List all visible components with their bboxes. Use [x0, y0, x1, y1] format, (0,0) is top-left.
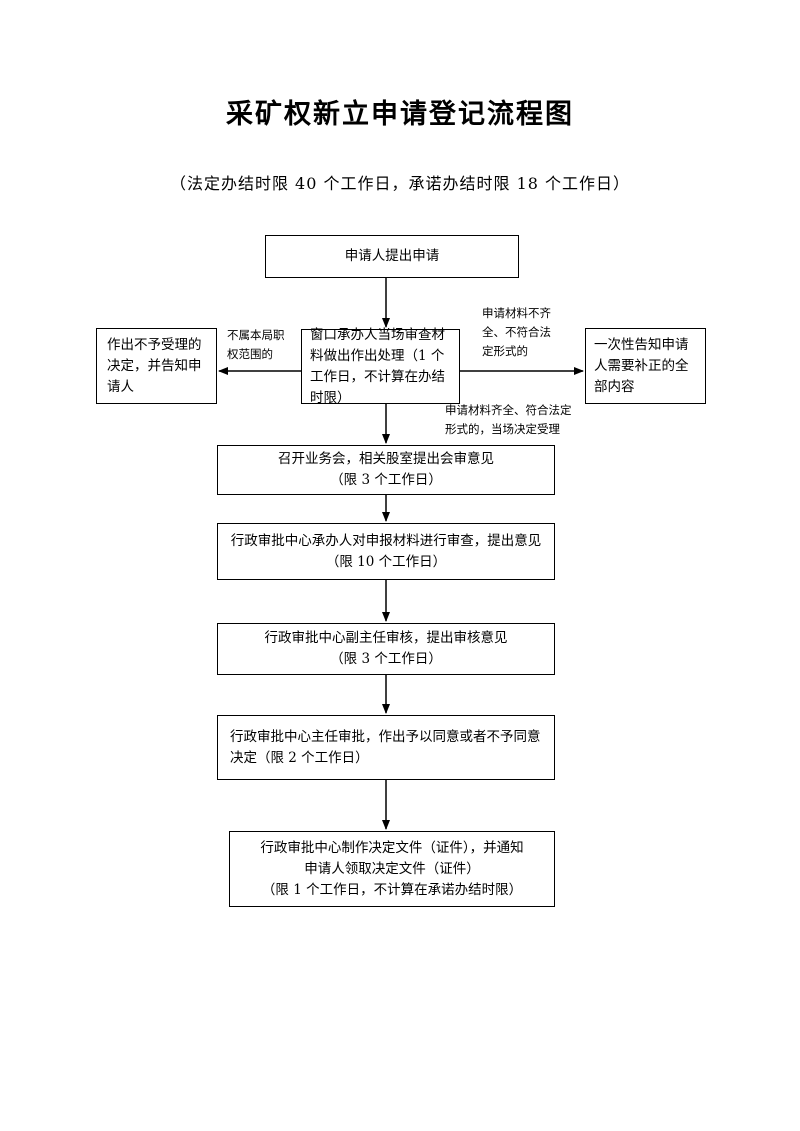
- step-vice-director-line1: 行政审批中心副主任审核，提出审核意见: [264, 630, 508, 646]
- step-window-review-text: 窗口承办人当场审查材料做出作出处理（1 个工作日，不计算在办结时限）: [310, 326, 445, 406]
- page-subtitle: （法定办结时限 40 个工作日，承诺办结时限 18 个工作日）: [169, 174, 631, 193]
- step-meeting-line2: （限 3 个工作日）: [330, 472, 442, 488]
- step-director-approval: 行政审批中心主任审批，作出予以同意或者不予同意决定（限 2 个工作日）: [217, 715, 555, 780]
- page-title: 采矿权新立申请登记流程图: [226, 99, 574, 130]
- step-notify-correction-text: 一次性告知申请人需要补正的全部内容: [594, 336, 689, 395]
- note-out-of-scope: 不属本局职 权范围的: [227, 328, 285, 361]
- step-reject: 作出不予受理的决定，并告知申请人: [96, 328, 217, 404]
- step-apply-text: 申请人提出申请: [344, 248, 440, 264]
- step-issue-line2: 申请人领取决定文件（证件）: [304, 860, 480, 877]
- step-window-review: 窗口承办人当场审查材料做出作出处理（1 个工作日，不计算在办结时限）: [301, 327, 460, 406]
- step-vice-director-line2: （限 3 个工作日）: [330, 651, 442, 667]
- step-staff-review-line2: （限 10 个工作日）: [325, 553, 447, 570]
- step-vice-director-review: 行政审批中心副主任审核，提出审核意见 （限 3 个工作日）: [217, 623, 555, 675]
- step-notify-correction: 一次性告知申请人需要补正的全部内容: [585, 328, 706, 404]
- step-meeting-line1: 召开业务会，相关股室提出会审意见: [278, 451, 494, 467]
- note-complete-materials: 申请材料齐全、符合法定 形式的，当场决定受理: [445, 403, 572, 436]
- step-meeting: 召开业务会，相关股室提出会审意见 （限 3 个工作日）: [217, 445, 555, 495]
- step-issue-line1: 行政审批中心制作决定文件（证件），并通知: [260, 839, 524, 856]
- step-reject-text: 作出不予受理的决定，并告知申请人: [107, 336, 202, 395]
- step-staff-review-line1: 行政审批中心承办人对申报材料进行审查，提出意见: [230, 532, 542, 549]
- note-incomplete-materials: 申请材料不齐 全、不符合法 定形式的: [482, 306, 551, 358]
- step-issue-line3: （限 1 个工作日，不计算在承诺办结时限）: [261, 881, 523, 898]
- step-staff-review: 行政审批中心承办人对申报材料进行审查，提出意见 （限 10 个工作日）: [217, 523, 555, 580]
- step-issue-decision: 行政审批中心制作决定文件（证件），并通知 申请人领取决定文件（证件） （限 1 …: [229, 831, 555, 907]
- step-director-approval-text: 行政审批中心主任审批，作出予以同意或者不予同意决定（限 2 个工作日）: [230, 728, 541, 766]
- step-apply: 申请人提出申请: [265, 235, 519, 278]
